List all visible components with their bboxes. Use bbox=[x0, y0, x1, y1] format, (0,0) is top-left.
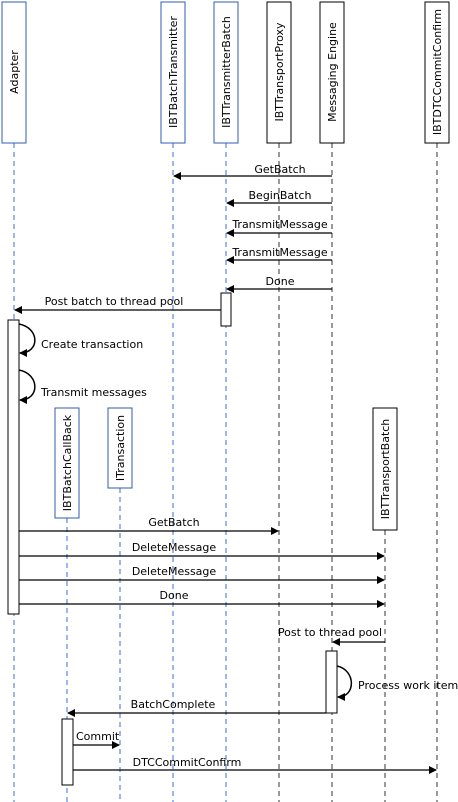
participant-messaging-engine: Messaging Engine bbox=[319, 1, 345, 144]
message-dtc-commit-confirm: DTCCommitConfirm bbox=[73, 756, 437, 774]
participant-transport-proxy: IBTTransportProxy bbox=[266, 1, 292, 144]
self-message-transmit-messages: Transmit messages bbox=[18, 369, 147, 404]
message-label: GetBatch bbox=[254, 163, 305, 176]
message-post-batch: Post batch to thread pool bbox=[14, 295, 221, 314]
self-message-process-work-item: Process work item bbox=[336, 665, 458, 701]
message-delete-message-2: DeleteMessage bbox=[19, 565, 385, 584]
participant-label: ITransaction bbox=[114, 415, 127, 481]
message-label: Transmit messages bbox=[40, 386, 147, 399]
participant-label: Adapter bbox=[8, 50, 21, 94]
participant-label: IBTTransportProxy bbox=[273, 22, 286, 122]
participant-batch-transmitter: IBTBatchTransmitter bbox=[160, 1, 186, 144]
participant-transport-batch: IBTTransportBatch bbox=[372, 407, 398, 531]
message-label: DeleteMessage bbox=[132, 565, 217, 578]
participant-dtc-commit-confirm: IBTDTCCommitConfirm bbox=[424, 1, 450, 144]
self-message-create-transaction: Create transaction bbox=[18, 323, 143, 357]
participant-label: IBTBatchTransmitter bbox=[167, 16, 180, 128]
message-label: Done bbox=[266, 275, 295, 288]
message-transmit-message-1: TransmitMessage bbox=[226, 218, 332, 237]
message-done-1: Done bbox=[226, 275, 332, 293]
participant-adapter: Adapter bbox=[1, 1, 27, 144]
participant-transaction: ITransaction bbox=[107, 407, 133, 489]
participant-label: IBTTransmitterBatch bbox=[220, 16, 233, 128]
message-begin-batch: BeginBatch bbox=[226, 189, 332, 207]
message-label: GetBatch bbox=[148, 516, 199, 529]
participant-label: IBTDTCCommitConfirm bbox=[431, 9, 444, 135]
message-label: BeginBatch bbox=[249, 189, 312, 202]
message-delete-message-1: DeleteMessage bbox=[19, 541, 385, 560]
message-label: DTCCommitConfirm bbox=[133, 756, 242, 769]
message-label: Create transaction bbox=[41, 338, 143, 351]
message-get-batch-2: GetBatch bbox=[19, 516, 279, 535]
message-label: DeleteMessage bbox=[132, 541, 217, 554]
message-label: Post batch to thread pool bbox=[45, 295, 184, 308]
message-label: TransmitMessage bbox=[231, 218, 328, 231]
message-label: Commit bbox=[76, 730, 120, 743]
activation-bar-batch-callback bbox=[61, 718, 74, 786]
message-done-2: Done bbox=[19, 589, 385, 608]
message-commit: Commit bbox=[73, 730, 120, 749]
message-label: Done bbox=[160, 589, 189, 602]
message-label: TransmitMessage bbox=[231, 246, 328, 259]
participant-batch-callback: IBTBatchCallBack bbox=[54, 407, 80, 519]
activation-bar-adapter bbox=[7, 319, 20, 615]
message-get-batch-1: GetBatch bbox=[173, 163, 332, 180]
participant-label: IBTTransportBatch bbox=[379, 419, 392, 520]
message-label: BatchComplete bbox=[131, 698, 216, 711]
participant-transmitter-batch: IBTTransmitterBatch bbox=[213, 1, 239, 144]
message-post-to-thread-pool: Post to thread pool bbox=[278, 626, 385, 646]
activation-bar-messaging-engine bbox=[325, 650, 338, 714]
activation-bar-transmitter-batch bbox=[220, 292, 232, 327]
participant-label: Messaging Engine bbox=[326, 22, 339, 122]
message-label: Process work item bbox=[358, 679, 458, 692]
message-batch-complete: BatchComplete bbox=[67, 698, 326, 717]
message-label: Post to thread pool bbox=[278, 626, 382, 639]
participant-label: IBTBatchCallBack bbox=[61, 414, 74, 511]
message-transmit-message-2: TransmitMessage bbox=[226, 246, 332, 264]
